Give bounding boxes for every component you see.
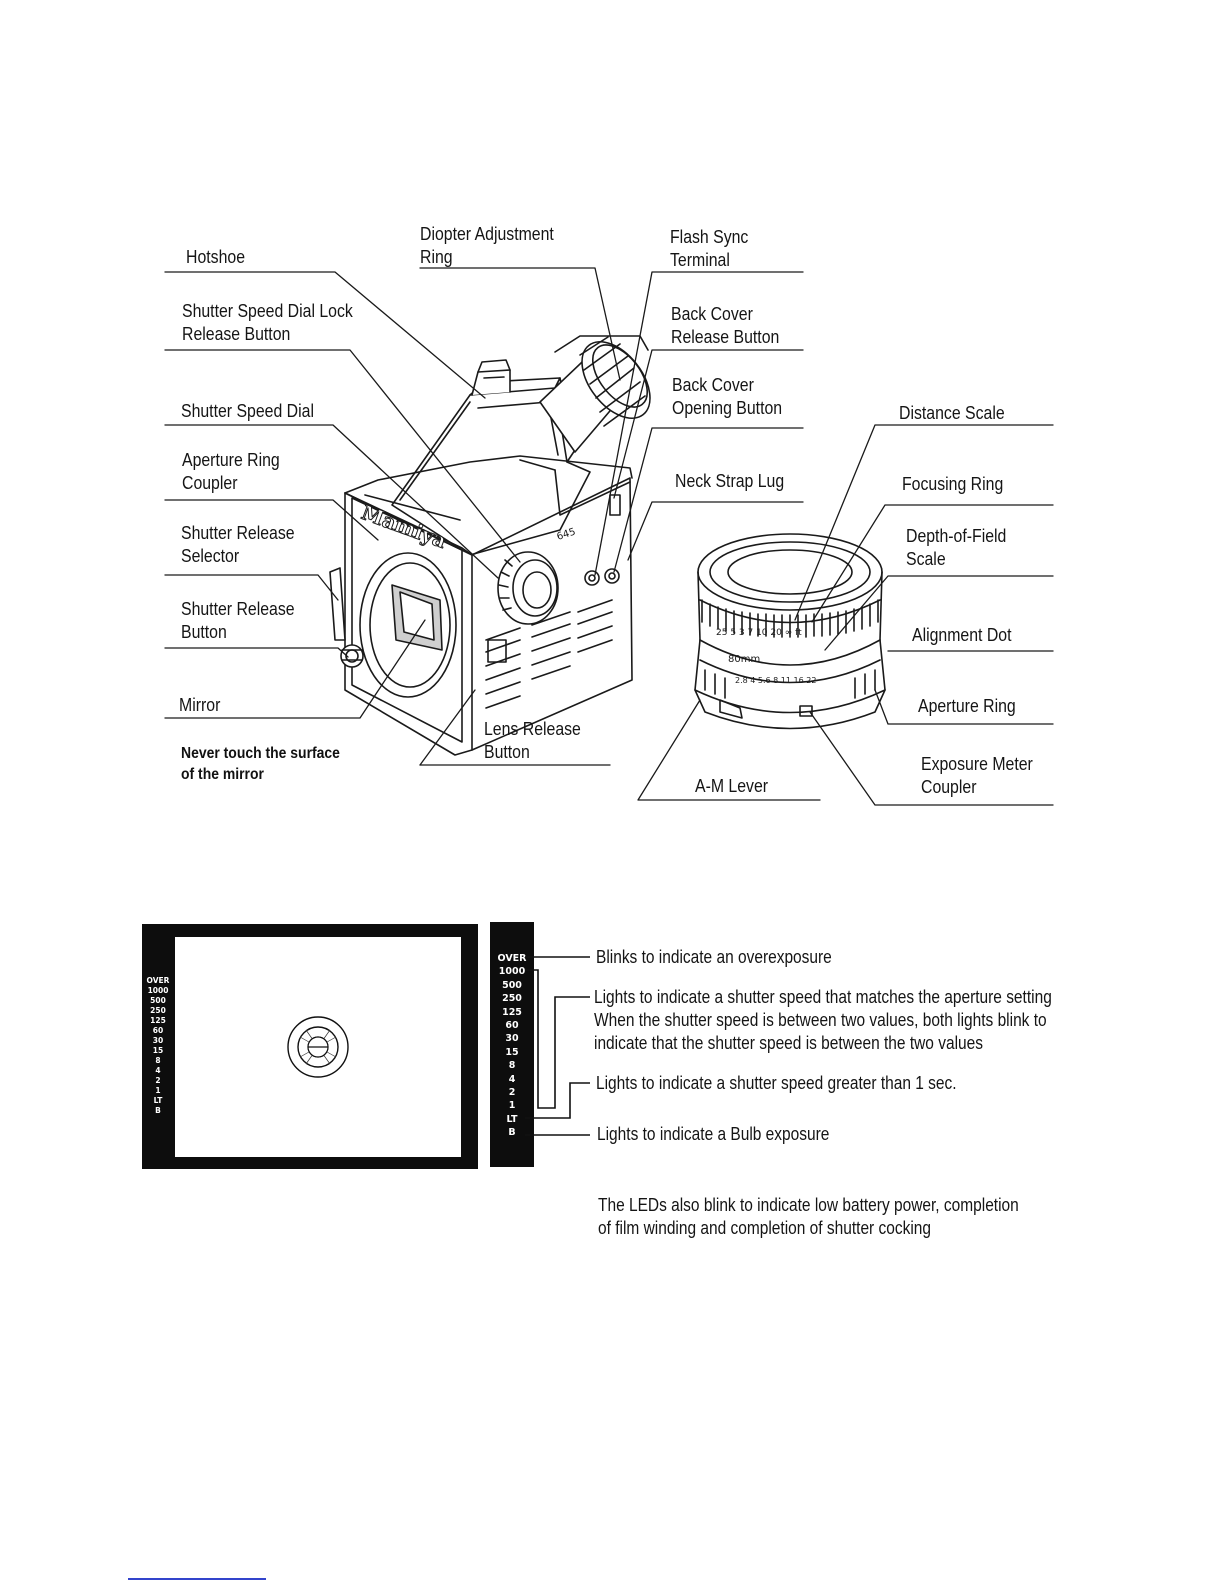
- annotation-line: Lights to indicate a shutter speed great…: [596, 1072, 957, 1095]
- annotation-speed: Lights to indicate a shutter speed that …: [594, 986, 1052, 1055]
- annotation-line: When the shutter speed is between two va…: [594, 1009, 1052, 1032]
- annotation-battery: The LEDs also blink to indicate low batt…: [598, 1194, 1019, 1240]
- annotation-line: of film winding and completion of shutte…: [598, 1217, 1019, 1240]
- annotation-line: indicate that the shutter speed is betwe…: [594, 1032, 1052, 1055]
- annotation-line: Lights to indicate a Bulb exposure: [597, 1123, 829, 1146]
- annotation-bulb: Lights to indicate a Bulb exposure: [597, 1123, 829, 1146]
- annotation-over: Blinks to indicate an overexposure: [596, 946, 832, 969]
- annotation-long-exposure: Lights to indicate a shutter speed great…: [596, 1072, 957, 1095]
- footer-rule: [128, 1578, 266, 1580]
- annotation-line: The LEDs also blink to indicate low batt…: [598, 1194, 1019, 1217]
- annotation-line: Lights to indicate a shutter speed that …: [594, 986, 1052, 1009]
- annotation-line: Blinks to indicate an overexposure: [596, 946, 832, 969]
